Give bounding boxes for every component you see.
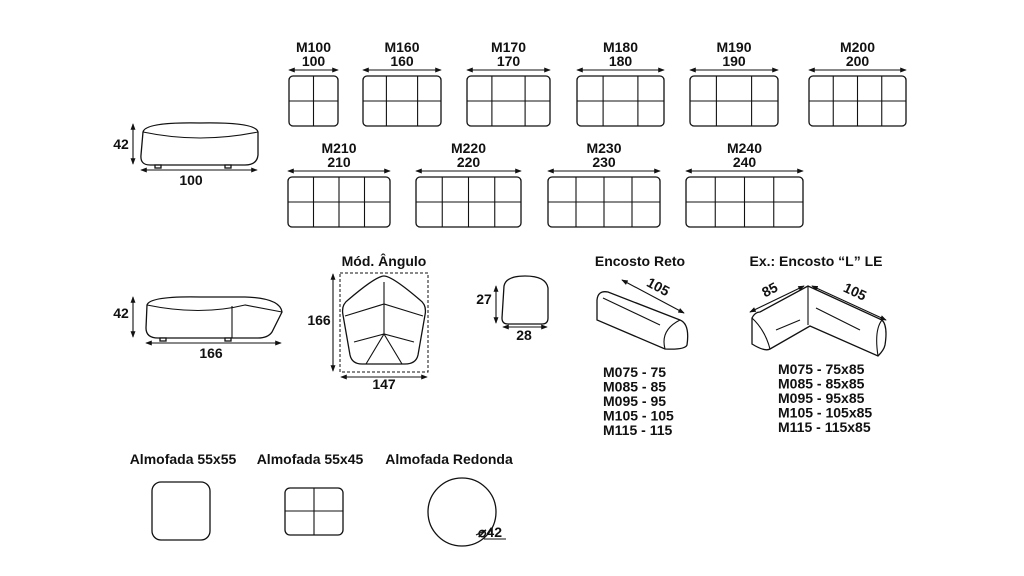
module-width: 200 — [846, 53, 870, 69]
module-width: 160 — [390, 53, 414, 69]
cushion-title: Almofada 55x55 — [130, 451, 237, 467]
ottoman-166-side-view: 42 166 — [113, 296, 283, 361]
height-label: 42 — [113, 305, 129, 321]
module-code: M210 — [321, 140, 356, 156]
module-code: M230 — [586, 140, 621, 156]
cushion-55x55: Almofada 55x55 — [130, 451, 237, 541]
module-code: M170 — [491, 39, 526, 55]
cushion-55x45: Almofada 55x45 — [257, 451, 364, 536]
module-width: 180 — [609, 53, 633, 69]
module-code: M240 — [727, 140, 762, 156]
side-b-label: 105 — [841, 279, 869, 303]
module-width: 210 — [327, 154, 351, 170]
angle-module: Mód. Ângulo 166 147 — [307, 252, 429, 392]
module-code: M180 — [603, 39, 638, 55]
depth-label: 166 — [307, 312, 331, 328]
width-label: 166 — [199, 345, 223, 361]
size-option: M085 - 85x85 — [778, 376, 865, 392]
size-option: M085 - 85 — [603, 379, 666, 395]
length-label: 105 — [644, 274, 672, 299]
module-grid: M100100M160160M170170M180180M190190M2002… — [287, 39, 907, 228]
module-width: 230 — [592, 154, 616, 170]
angle-module-title: Mód. Ângulo — [342, 252, 427, 269]
size-option: M095 - 95 — [603, 393, 666, 409]
straight-backrest-title: Encosto Reto — [595, 253, 685, 269]
module-width: 100 — [302, 53, 326, 69]
module-width: 170 — [497, 53, 521, 69]
module-width: 220 — [457, 154, 481, 170]
width-label: 147 — [372, 376, 396, 392]
size-option: M095 - 95x85 — [778, 390, 865, 406]
diameter-label: ⌀42 — [478, 524, 502, 540]
module-code: M100 — [296, 39, 331, 55]
size-option: M115 - 115 — [603, 422, 672, 438]
size-option: M105 - 105 — [603, 408, 674, 424]
module-code: M190 — [716, 39, 751, 55]
l-backrest: Ex.: Encosto “L” LE 85 105 M075 - 75x85M… — [749, 253, 887, 435]
size-option: M075 - 75x85 — [778, 361, 865, 377]
cushion-round: Almofada Redonda ⌀42 — [385, 451, 513, 547]
size-option: M115 - 115x85 — [778, 419, 871, 435]
size-option: M075 - 75 — [603, 364, 666, 380]
cushion-title: Almofada Redonda — [385, 451, 513, 467]
module-width: 240 — [733, 154, 757, 170]
module-code: M200 — [840, 39, 875, 55]
width-label: 100 — [179, 172, 203, 188]
width-label: 28 — [516, 327, 532, 343]
module-width: 190 — [722, 53, 746, 69]
small-seat: 27 28 — [476, 275, 549, 343]
side-a-label: 85 — [759, 279, 780, 301]
size-option: M105 - 105x85 — [778, 405, 872, 421]
cushion-title: Almofada 55x45 — [257, 451, 364, 467]
ottoman-100-side-view: 42 100 — [113, 122, 259, 188]
height-label: 42 — [113, 136, 129, 152]
l-backrest-title: Ex.: Encosto “L” LE — [749, 253, 882, 269]
module-code: M220 — [451, 140, 486, 156]
height-label: 27 — [476, 291, 492, 307]
module-code: M160 — [384, 39, 419, 55]
